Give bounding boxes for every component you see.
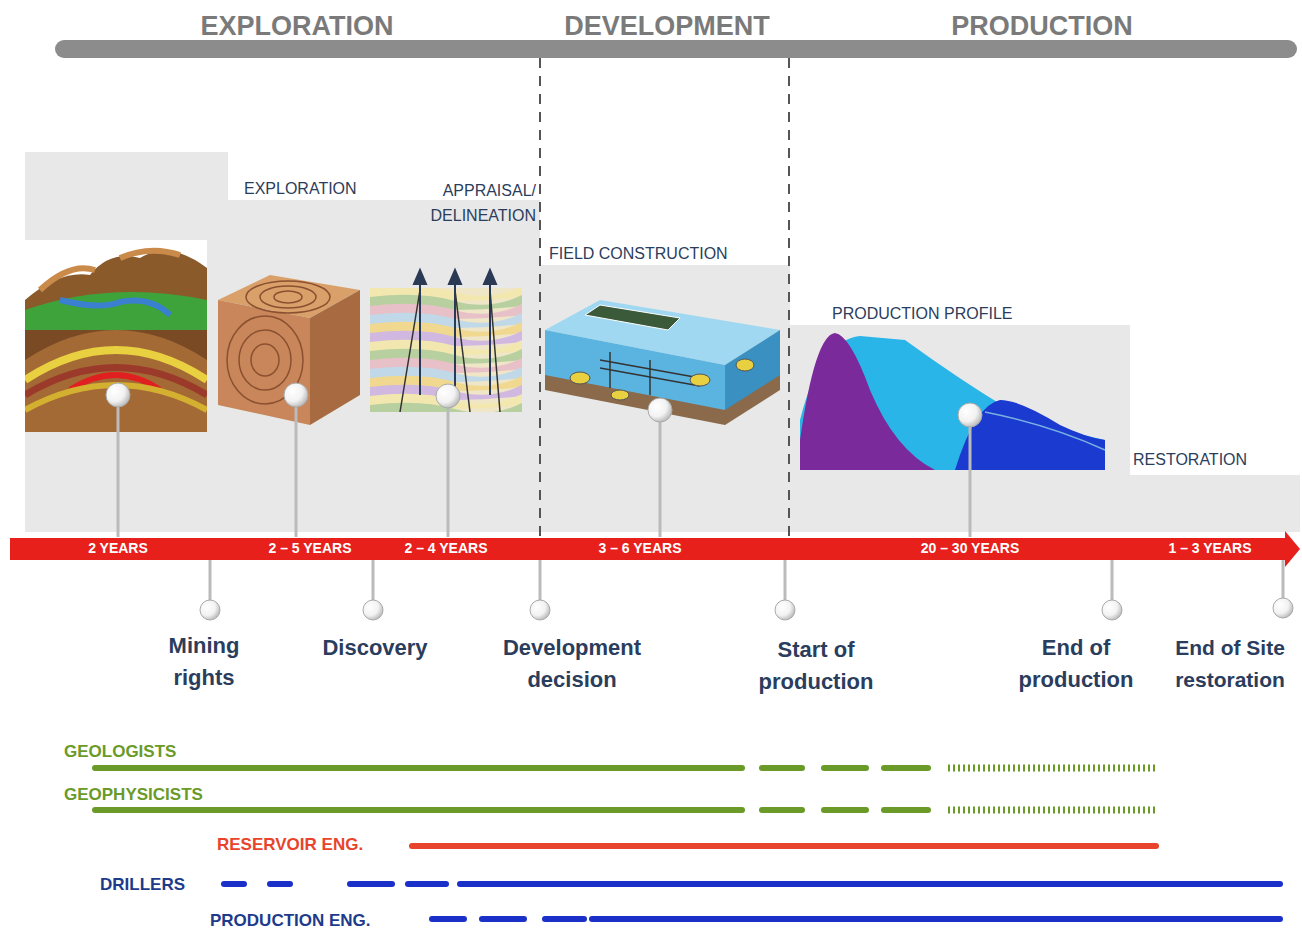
duration-label: 20 – 30 YEARS [905,539,1035,558]
role-label: RESERVOIR ENG. [217,834,417,856]
phase-heading: DEVELOPMENT [507,10,827,42]
header-bar [55,40,1297,58]
role-label: DRILLERS [100,874,300,896]
stage-label: APPRAISAL/ DELINEATION [406,178,536,228]
phase-divider [539,58,541,540]
stage-label: FIELD CONSTRUCTION [549,243,785,265]
well-arrows [414,270,496,395]
pin-balls [106,383,982,427]
role-label: GEOLOGISTS [64,741,264,763]
stage-panels [25,152,1300,532]
duration-label: 3 – 6 YEARS [585,539,695,558]
field-construction-illustration [545,300,780,425]
stage-pins [118,405,970,537]
milestone-balls [200,598,1293,620]
production-profile-chart [800,333,1105,470]
milestone-label: End of production [1001,632,1151,696]
duration-label: 2 – 4 YEARS [391,539,501,558]
role-bars [95,768,1280,919]
milestone-pins [210,560,1283,600]
appraisal-section [370,288,522,412]
phase-heading: EXPLORATION [137,10,457,42]
duration-label: 1 – 3 YEARS [1155,539,1265,558]
seismic-cube [218,275,360,425]
phase-heading: PRODUCTION [882,10,1202,42]
milestone-label: End of Site restoration [1162,632,1298,696]
milestone-label: Discovery [305,632,445,664]
geology-illustration [25,240,207,432]
role-label: PRODUCTION ENG. [210,910,430,932]
milestone-label: Mining rights [149,630,259,694]
timeline-arrow [10,531,1300,567]
stage-label: RESTORATION [1133,449,1293,471]
duration-label: 2 YEARS [63,539,173,558]
phase-divider [788,58,790,540]
milestone-label: Development decision [487,632,657,696]
duration-label: 2 – 5 YEARS [255,539,365,558]
milestone-label: Start of production [741,634,891,698]
stage-label: PRODUCTION PROFILE [832,303,1092,325]
stage-label: EXPLORATION [244,178,374,200]
role-label: GEOPHYSICISTS [64,784,264,806]
